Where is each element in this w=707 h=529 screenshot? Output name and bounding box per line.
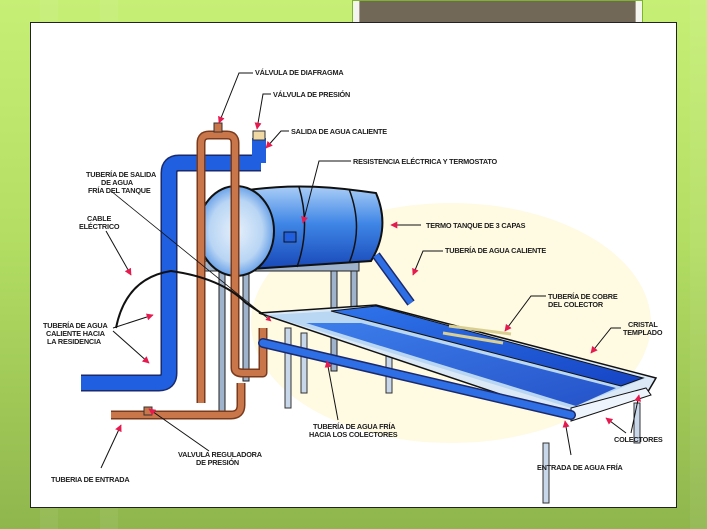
- label-fria-colectores-1: TUBERÍA DE AGUA FRÍA: [313, 422, 396, 431]
- label-tuberia-entrada: TUBERIA DE ENTRADA: [51, 475, 130, 484]
- thermostat-box: [283, 231, 297, 243]
- label-fria-colectores-2: HACIA LOS COLECTORES: [309, 430, 398, 439]
- label-resistencia: RESISTENCIA ELÉCTRICA Y TERMOSTATO: [353, 157, 498, 166]
- pressure-valve: [252, 130, 266, 141]
- label-residencia-3: LA RESIDENCIA: [47, 337, 102, 346]
- label-cobre-1: TUBERÍA DE COBRE: [548, 292, 618, 301]
- electric-cable: [115, 269, 262, 329]
- label-entrada-fria: ENTRADA DE AGUA FRÍA: [537, 463, 624, 472]
- label-tuberia-agua-caliente: TUBERÍA DE AGUA CALIENTE: [445, 246, 546, 255]
- label-cobre-2: DEL COLECTOR: [548, 300, 604, 309]
- label-residencia-2: CALIENTE HACIA: [46, 329, 106, 338]
- label-cable-1: CABLE: [87, 214, 111, 223]
- label-termo-tanque: TERMO TANQUE DE 3 CAPAS: [426, 221, 526, 230]
- copper-collector-tube: [442, 324, 512, 345]
- label-valvula-diafragma: VÁLVULA DE DIAFRAGMA: [255, 68, 344, 77]
- label-cristal-2: TEMPLADO: [623, 328, 663, 337]
- label-residencia-1: TUBERÍA DE AGUA: [43, 321, 108, 330]
- solar-heater-diagram: VÁLVULA DE DIAFRAGMA VÁLVULA DE PRESIÓN …: [30, 22, 677, 508]
- label-reguladora-2: DE PRESIÓN: [196, 458, 239, 467]
- callout-arrows: [100, 72, 642, 469]
- label-valvula-presion: VÁLVULA DE PRESIÓN: [273, 90, 350, 99]
- diagram-canvas: VÁLVULA DE DIAFRAGMA VÁLVULA DE PRESIÓN …: [43, 68, 663, 504]
- cold-outlet-line: [110, 190, 272, 322]
- thermo-tank: [197, 185, 384, 277]
- label-colectores: COLECTORES: [614, 435, 663, 444]
- label-tuberia-salida-fria-1: TUBERÍA DE SALIDA: [86, 170, 157, 179]
- diaphragm-valve: [213, 122, 223, 133]
- label-salida-agua-caliente: SALIDA DE AGUA CALIENTE: [291, 127, 387, 136]
- background-stripe: [690, 0, 707, 529]
- label-cristal-1: CRISTAL: [628, 320, 658, 329]
- pressure-regulator-valve: [143, 406, 153, 416]
- solar-collector: [258, 304, 658, 422]
- label-tuberia-salida-fria-2: DE AGUA: [101, 178, 134, 187]
- label-reguladora-1: VALVULA REGULADORA: [178, 450, 263, 459]
- label-cable-2: ELÉCTRICO: [79, 222, 120, 231]
- label-tuberia-salida-fria-3: FRÍA DEL TANQUE: [88, 186, 151, 195]
